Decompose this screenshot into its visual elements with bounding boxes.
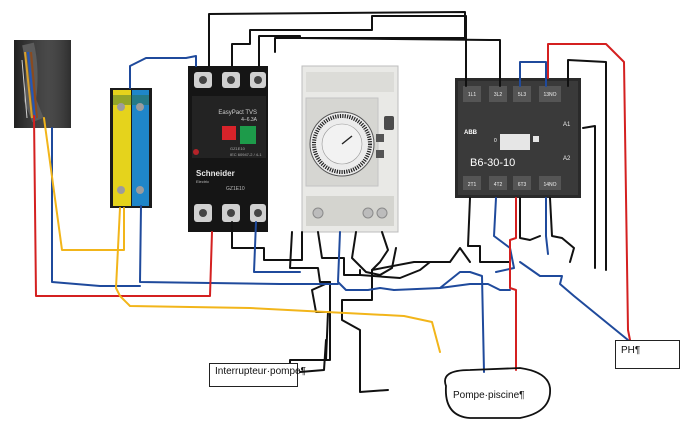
- contactor-bottom-terminals: 2T1 4T2 6T3 14NO: [463, 176, 561, 190]
- contactor-center-mark: 0: [494, 138, 497, 144]
- terminal-block-yellow: [113, 90, 131, 206]
- contactor-terminal-5l3: 5L3: [518, 92, 527, 98]
- contactor-terminal-4t2: 4T2: [494, 182, 503, 188]
- pump-label-text: Pompe·piscine¶: [453, 390, 525, 401]
- contactor-terminal-2t1: 2T1: [468, 182, 477, 188]
- contactor-model: B6-30-10: [470, 157, 515, 169]
- ph-label-text: PH¶: [621, 345, 641, 356]
- contactor-terminal-3l2: 3L2: [494, 92, 503, 98]
- breaker-brand-sub: Electric: [196, 179, 209, 184]
- breaker-brand: Schneider: [196, 169, 235, 178]
- contactor-terminal-1l1: 1L1: [468, 92, 477, 98]
- pump-outline: [444, 367, 551, 419]
- pump-label: Pompe·piscine¶: [448, 388, 530, 406]
- breaker-specs-line1: GZ1E10: [230, 146, 246, 151]
- contactor-brand: ABB: [464, 130, 478, 136]
- wires-red: [33, 43, 631, 371]
- breaker-series: EasyPact TVS: [218, 110, 257, 116]
- wires-yellow: [43, 117, 441, 353]
- terminal-blocks: [110, 88, 152, 208]
- timer-switch: [384, 116, 394, 130]
- contactor-terminal-6t3: 6T3: [518, 182, 527, 188]
- timer-module: [301, 65, 399, 233]
- breaker-start-button: [240, 126, 256, 144]
- contactor-terminal-13no: 13NO: [543, 92, 556, 98]
- contactor: 1L1 3L2 5L3 13NO ABB 0 B6-30-10 A1 A2 2T…: [455, 78, 581, 198]
- contactor-coil-a2: A2: [563, 156, 571, 162]
- terminal-block-blue: [132, 90, 149, 206]
- breaker-specs-line2: IEC 60947-2 / 4-1: [230, 152, 262, 157]
- breaker-stop-button: [222, 126, 236, 140]
- switch-label-text: Interrupteur·pompe¶: [215, 366, 306, 377]
- contactor-terminal-14no: 14NO: [543, 182, 556, 188]
- contactor-coil-a1: A1: [563, 122, 571, 128]
- breaker-current-range: 4–6.3A: [241, 117, 258, 123]
- wires-blue: [51, 55, 629, 373]
- ph-label: PH¶: [615, 340, 680, 369]
- wires-black: [208, 11, 607, 393]
- breaker-model: GZ1E10: [226, 186, 245, 192]
- contactor-window: [500, 134, 530, 150]
- motor-breaker: EasyPact TVS 4–6.3A GZ1E10 IEC 60947-2 /…: [188, 66, 268, 232]
- switch-label: Interrupteur·pompe¶: [209, 363, 306, 387]
- contactor-top-terminals: 1L1 3L2 5L3 13NO: [463, 86, 561, 102]
- cable-photo: [14, 40, 71, 128]
